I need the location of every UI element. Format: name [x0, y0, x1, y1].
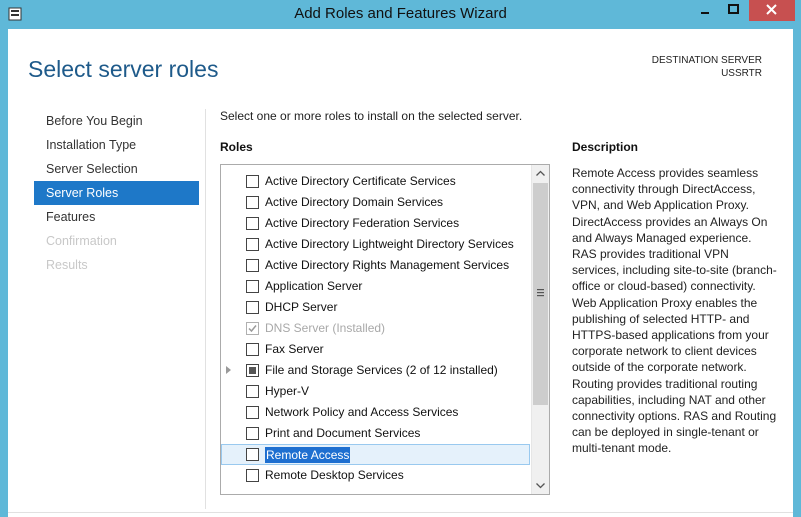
- scroll-down-button[interactable]: [532, 477, 549, 494]
- wizard-nav: Before You Begin Installation Type Serve…: [34, 109, 199, 277]
- role-row[interactable]: File and Storage Services (2 of 12 insta…: [221, 360, 530, 381]
- role-checkbox[interactable]: [246, 238, 259, 251]
- role-row[interactable]: Active Directory Domain Services: [221, 192, 530, 213]
- nav-item-features[interactable]: Features: [46, 210, 96, 224]
- description-heading: Description: [572, 140, 639, 154]
- role-label: DHCP Server: [265, 300, 338, 314]
- role-checkbox[interactable]: [246, 406, 259, 419]
- roles-scrollbar[interactable]: [531, 165, 549, 494]
- window-frame-right: [793, 29, 801, 517]
- role-checkbox[interactable]: [246, 343, 259, 356]
- role-row[interactable]: Print and Document Services: [221, 423, 530, 444]
- window-title: Add Roles and Features Wizard: [294, 5, 507, 22]
- role-row[interactable]: Network Policy and Access Services: [221, 402, 530, 423]
- role-row[interactable]: Active Directory Certificate Services: [221, 171, 530, 192]
- minimize-button[interactable]: [691, 0, 719, 21]
- server-manager-icon: [8, 6, 24, 22]
- role-checkbox[interactable]: [246, 427, 259, 440]
- nav-item-results: Results: [46, 258, 88, 272]
- scroll-up-button[interactable]: [532, 165, 549, 182]
- bottom-divider: [8, 512, 793, 513]
- chevron-up-icon: [536, 170, 545, 176]
- roles-list[interactable]: Active Directory Certificate Services Ac…: [220, 164, 550, 495]
- role-checkbox[interactable]: [246, 259, 259, 272]
- role-row[interactable]: Active Directory Federation Services: [221, 213, 530, 234]
- role-checkbox[interactable]: [246, 196, 259, 209]
- role-row[interactable]: Hyper-V: [221, 381, 530, 402]
- close-button[interactable]: [749, 0, 795, 21]
- nav-item-server-roles[interactable]: Server Roles: [34, 181, 199, 205]
- role-checkbox-checked: [246, 322, 259, 335]
- destination-server: DESTINATION SERVER USSRTR: [652, 54, 762, 80]
- role-label: Remote Desktop Services: [265, 468, 404, 482]
- role-checkbox[interactable]: [246, 385, 259, 398]
- role-checkbox[interactable]: [246, 301, 259, 314]
- destination-server-name: USSRTR: [721, 68, 762, 79]
- role-label: Fax Server: [265, 342, 324, 356]
- role-checkbox[interactable]: [246, 448, 259, 461]
- grip-icon: [537, 289, 544, 297]
- role-row[interactable]: Application Server: [221, 276, 530, 297]
- role-label: Print and Document Services: [265, 426, 421, 440]
- role-label: DNS Server (Installed): [265, 321, 386, 335]
- role-label: Active Directory Rights Management Servi…: [265, 258, 510, 272]
- expand-arrow-icon[interactable]: [226, 366, 231, 374]
- role-checkbox[interactable]: [246, 280, 259, 293]
- close-icon: [766, 4, 777, 15]
- role-row[interactable]: Active Directory Rights Management Servi…: [221, 255, 530, 276]
- destination-server-label: DESTINATION SERVER: [651, 55, 762, 66]
- role-row: DNS Server (Installed): [221, 318, 530, 339]
- page-title: Select server roles: [28, 56, 219, 82]
- nav-item-confirmation: Confirmation: [46, 234, 117, 248]
- maximize-icon: [728, 4, 739, 14]
- role-checkbox[interactable]: [246, 175, 259, 188]
- role-checkbox[interactable]: [246, 217, 259, 230]
- role-description: Remote Access provides seamless connecti…: [572, 166, 777, 456]
- role-label: Active Directory Domain Services: [265, 195, 444, 209]
- scrollbar-thumb[interactable]: [533, 183, 548, 405]
- role-label: Active Directory Certificate Services: [265, 174, 456, 188]
- role-label: Active Directory Federation Services: [265, 216, 460, 230]
- roles-heading: Roles: [220, 140, 253, 154]
- role-label: Network Policy and Access Services: [265, 405, 459, 419]
- role-row[interactable]: Active Directory Lightweight Directory S…: [221, 234, 530, 255]
- role-row[interactable]: Fax Server: [221, 339, 530, 360]
- role-label: Hyper-V: [265, 384, 310, 398]
- role-checkbox-partial[interactable]: [246, 364, 259, 377]
- role-label: File and Storage Services (2 of 12 insta…: [265, 363, 498, 377]
- role-checkbox[interactable]: [246, 469, 259, 482]
- nav-item-before-you-begin[interactable]: Before You Begin: [46, 114, 143, 128]
- role-label: Active Directory Lightweight Directory S…: [265, 237, 514, 251]
- role-row-selected[interactable]: Remote Access: [221, 444, 530, 465]
- role-label: Application Server: [265, 279, 363, 293]
- wizard-content: Select server roles DESTINATION SERVER U…: [8, 29, 793, 517]
- role-label: Remote Access: [265, 447, 351, 463]
- instruction-text: Select one or more roles to install on t…: [220, 109, 523, 123]
- title-bar[interactable]: Add Roles and Features Wizard: [0, 0, 801, 29]
- role-row[interactable]: DHCP Server: [221, 297, 530, 318]
- window-frame-left: [0, 29, 8, 517]
- nav-divider: [205, 109, 206, 509]
- minimize-icon: [701, 12, 709, 14]
- nav-item-server-selection[interactable]: Server Selection: [46, 162, 138, 176]
- nav-item-installation-type[interactable]: Installation Type: [46, 138, 137, 152]
- chevron-down-icon: [536, 483, 545, 489]
- role-row[interactable]: Remote Desktop Services: [221, 465, 530, 486]
- maximize-button[interactable]: [720, 0, 748, 21]
- checkmark-icon: [248, 325, 257, 333]
